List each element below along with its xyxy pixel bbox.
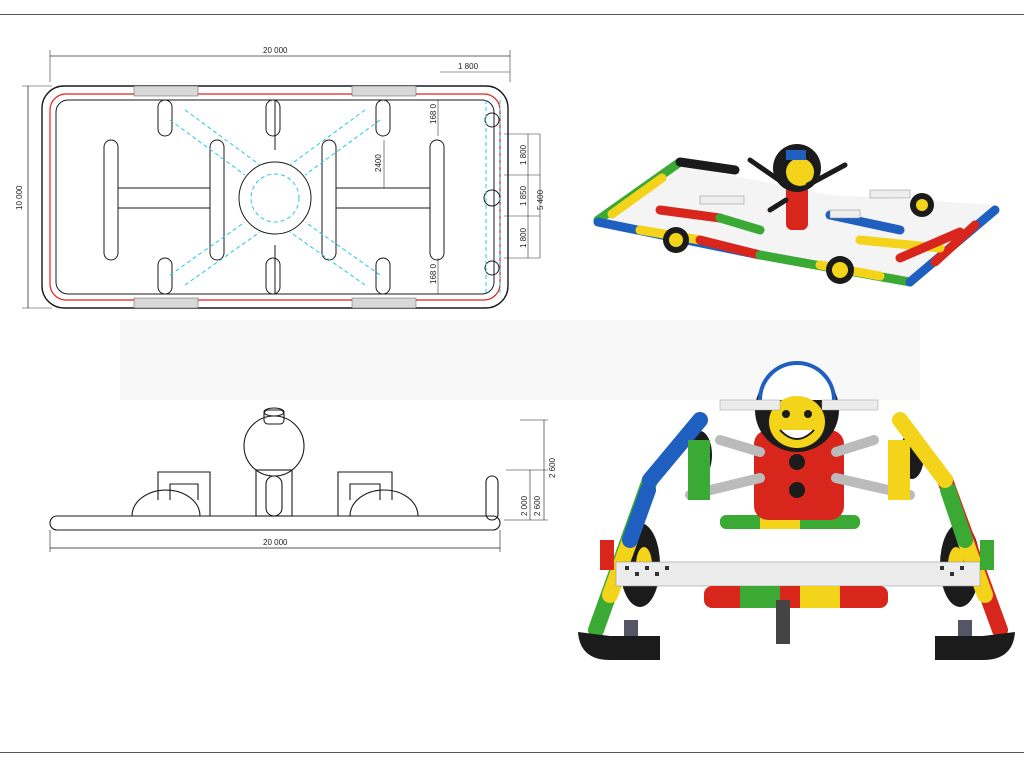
render-perspective-top [593, 144, 1000, 287]
elevation-height-2-label: 2 600 [533, 495, 542, 516]
render-perspective-front [578, 361, 1015, 660]
center-offset-label: 2400 [374, 154, 383, 172]
plan-view: 20 000 1 800 10 000 [15, 46, 545, 309]
right-total-label: 5 400 [536, 189, 545, 210]
plan-end-offset-label: 1 800 [458, 62, 479, 71]
frame-bottom-line [0, 752, 1024, 753]
bottom-inner-label: 168 0 [429, 263, 438, 284]
top-inner-label: 168 0 [429, 103, 438, 124]
elevation-height-total-label: 2 600 [548, 457, 557, 478]
plan-length-label: 20 000 [263, 46, 288, 55]
plan-width-label: 10 000 [15, 185, 24, 210]
right-spacing-3-label: 1 800 [519, 227, 528, 248]
elevation-length-label: 20 000 [263, 538, 288, 547]
right-spacing-1-label: 1 800 [519, 144, 528, 165]
elevation-height-1-label: 2 000 [520, 495, 529, 516]
frame-top-line [0, 14, 1024, 15]
elevation-view [49, 407, 548, 552]
right-spacing-2-label: 1 850 [519, 185, 528, 206]
